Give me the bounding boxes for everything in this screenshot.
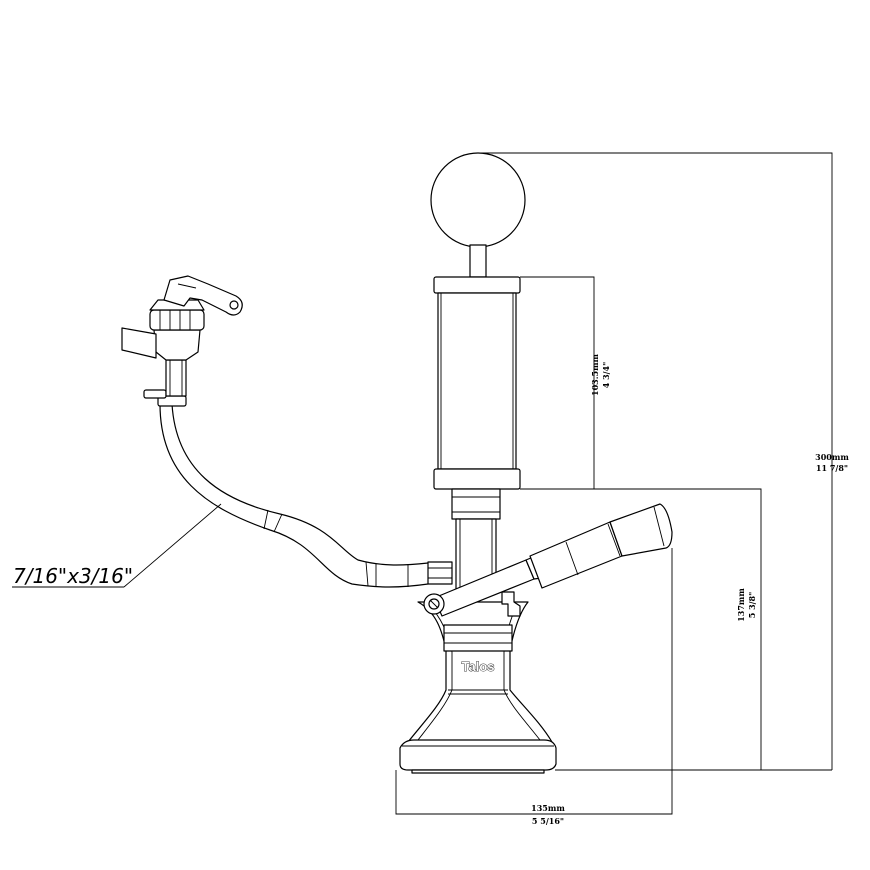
pump-cylinder bbox=[437, 292, 517, 470]
faucet-side-tab bbox=[143, 389, 167, 399]
cylinder-height-imperial: 4 3/4" bbox=[601, 362, 611, 389]
cylinder-height-metric: 103.5mm bbox=[590, 353, 600, 396]
base-width-metric: 135mm bbox=[531, 803, 565, 813]
cylinder-top-cap bbox=[433, 276, 521, 294]
pump-ball-knob bbox=[430, 152, 526, 248]
dispensing-faucet bbox=[121, 275, 243, 407]
hose-size-label: 7/16"x3/16" bbox=[13, 564, 133, 588]
pump-assembly: Talos bbox=[399, 152, 673, 774]
coupler-handle-end-cap[interactable] bbox=[609, 503, 673, 557]
hose-callout: 7/16"x3/16" bbox=[12, 503, 222, 588]
coupler-side-bracket bbox=[501, 591, 521, 617]
faucet-lever[interactable] bbox=[163, 275, 243, 316]
base-width-dimension-line bbox=[395, 548, 673, 815]
faucet-body bbox=[153, 329, 201, 361]
brand-logo: Talos bbox=[462, 659, 495, 674]
base-width-imperial: 5 5/16" bbox=[532, 816, 564, 826]
hose-outline-bottom bbox=[159, 403, 429, 588]
hose-outline-top bbox=[171, 403, 429, 566]
faucet-wing-clip bbox=[121, 327, 157, 359]
faucet-lever-pin bbox=[229, 300, 239, 310]
beer-hose bbox=[159, 403, 429, 588]
total-height-dimension-line bbox=[478, 152, 833, 770]
faucet-knurled-nut bbox=[149, 309, 205, 331]
hose-nut bbox=[427, 561, 453, 585]
hose-leader-line bbox=[123, 503, 222, 588]
coupler-base bbox=[399, 739, 557, 771]
pump-neck-upper bbox=[451, 488, 501, 520]
coupler-height-metric: 137mm bbox=[736, 588, 746, 622]
coupler-collar bbox=[443, 624, 513, 652]
cylinder-bottom-cap bbox=[433, 468, 521, 490]
pump-rod bbox=[469, 244, 487, 278]
faucet-spout bbox=[165, 359, 187, 397]
total-height-imperial: 11 7/8" bbox=[816, 463, 848, 473]
coupler-handle-grip[interactable] bbox=[529, 521, 623, 589]
total-height-metric: 300mm bbox=[815, 452, 849, 462]
cylinder-height-dimension-line bbox=[520, 276, 595, 490]
base-foot bbox=[411, 769, 545, 774]
coupler-height-dimension-line bbox=[520, 488, 762, 770]
dimension-labels: 300mm 11 7/8" 103.5mm 4 3/4" 137mm 5 3/8… bbox=[531, 353, 849, 826]
coupler-height-imperial: 5 3/8" bbox=[747, 592, 757, 619]
dimension-lines bbox=[395, 152, 833, 815]
